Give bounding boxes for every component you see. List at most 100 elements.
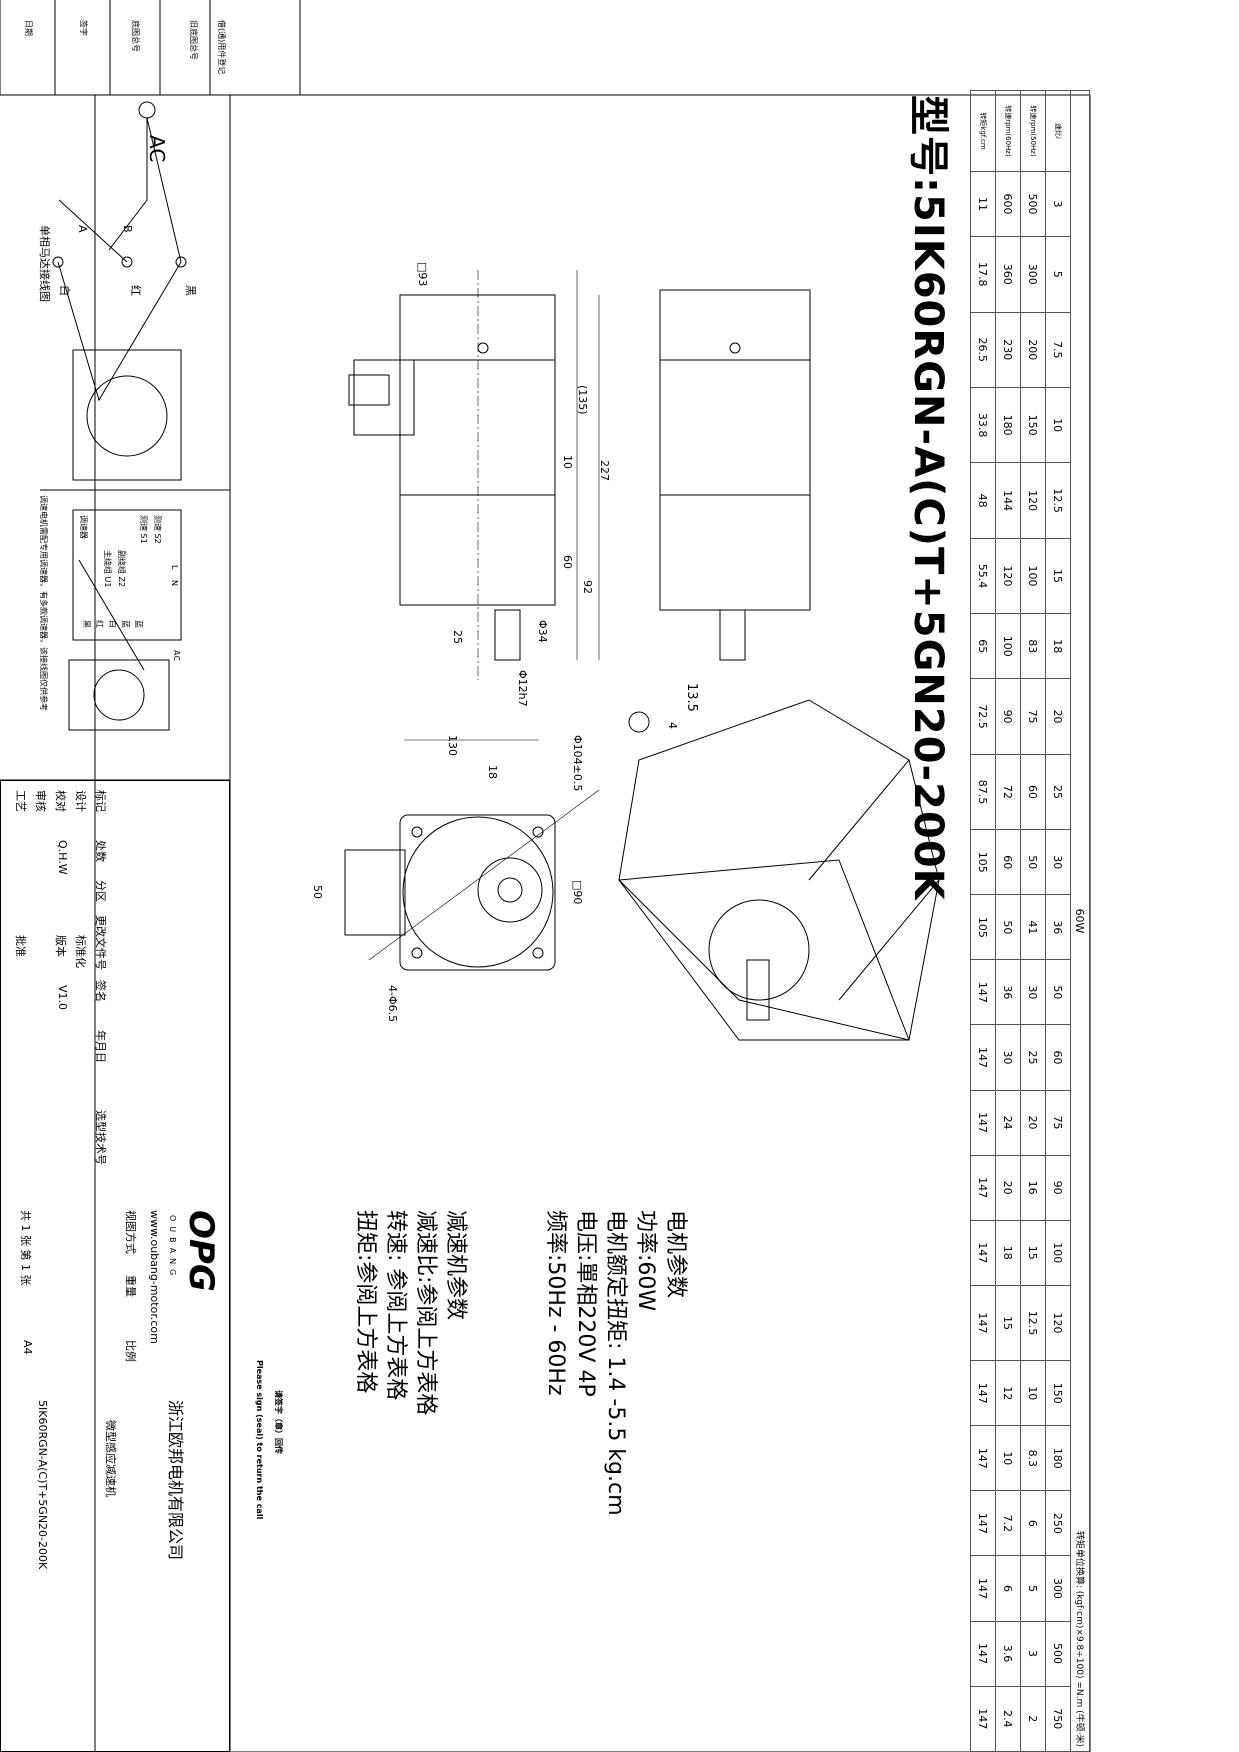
table-cell-rpm60: 50 bbox=[995, 894, 1021, 960]
table-cell-rpm50: 100 bbox=[1020, 538, 1046, 614]
wiring-b: B bbox=[121, 225, 134, 233]
ratio-table: 60W 转矩单位换算: (kgf·cm)×9.8÷100) =N.m (牛顿·米… bbox=[970, 90, 1090, 1752]
wire-black: 黑 bbox=[184, 285, 197, 296]
table-cell-rpm50: 2 bbox=[1020, 1686, 1046, 1752]
speed-s1: 测速 S1 bbox=[139, 515, 148, 544]
gear-torque-ref: 扭矩:参阅上方表格 bbox=[353, 1210, 378, 1394]
table-cell-torque: 55.4 bbox=[970, 538, 996, 614]
dim-93: □93 bbox=[416, 262, 429, 287]
power-header: 60W bbox=[1073, 908, 1087, 934]
table-cell-torque: 147 bbox=[970, 1090, 996, 1156]
table-cell-ratio: 7.5 bbox=[1045, 312, 1071, 388]
dim-holes: 4-Φ6.5 bbox=[386, 985, 399, 1023]
dim-50: 50 bbox=[311, 885, 324, 899]
table-cell-rpm50: 10 bbox=[1020, 1360, 1046, 1426]
wire-white: 白 bbox=[58, 285, 71, 296]
table-cell-torque: 48 bbox=[970, 462, 996, 539]
table-cell-ratio: 15 bbox=[1045, 538, 1071, 614]
table-cell-rpm50: 75 bbox=[1020, 678, 1046, 755]
rated-torque: 电机额定扭矩: 1.4 -5.5 kg.cm bbox=[603, 1210, 628, 1516]
table-cell-ratio: 18 bbox=[1045, 613, 1071, 679]
table-cell-rpm50: 6 bbox=[1020, 1490, 1046, 1556]
table-cell-torque: 147 bbox=[970, 1155, 996, 1221]
dim-13-5: 13.5 bbox=[684, 683, 699, 712]
company-logo: OPG bbox=[181, 1210, 221, 1292]
product-name: 微型感应减速机 bbox=[104, 1420, 117, 1497]
motor-top-view bbox=[659, 289, 811, 661]
table-cell-rpm50: 20 bbox=[1020, 1090, 1046, 1156]
table-cell-rpm50: 83 bbox=[1020, 613, 1046, 679]
row-label: 转矩kgf.cm bbox=[970, 90, 996, 172]
table-cell-rpm50: 12.5 bbox=[1020, 1285, 1046, 1361]
motor-params-heading: 电机参数 bbox=[663, 1210, 688, 1299]
wire-black-2: 黑 bbox=[82, 620, 91, 628]
tb-count: 处数 bbox=[94, 840, 107, 862]
wiring-caption: 单相马达接线图 bbox=[38, 225, 51, 302]
table-cell-ratio: 75 bbox=[1045, 1090, 1071, 1156]
table-cell-ratio: 20 bbox=[1045, 678, 1071, 755]
tb-process: 工艺 bbox=[14, 790, 27, 812]
table-cell-rpm60: 72 bbox=[995, 754, 1021, 830]
table-cell-torque: 147 bbox=[970, 1220, 996, 1286]
wire-blue-2: 蓝 bbox=[121, 620, 130, 628]
table-cell-ratio: 180 bbox=[1045, 1425, 1071, 1491]
table-cell-ratio: 150 bbox=[1045, 1360, 1071, 1426]
motor-isometric-view bbox=[618, 699, 940, 1041]
motor-front-view bbox=[344, 711, 650, 971]
table-cell-torque: 147 bbox=[970, 1686, 996, 1752]
tb-sheets: 共 1 张 第 1 张 bbox=[19, 1210, 32, 1286]
table-cell-ratio: 250 bbox=[1045, 1490, 1071, 1556]
table-cell-rpm60: 180 bbox=[995, 387, 1021, 463]
row-label: 转速rpm(50Hz) bbox=[1020, 90, 1046, 172]
wiring-ac: AC bbox=[145, 135, 169, 163]
row-label: 转速rpm(60Hz) bbox=[995, 90, 1021, 172]
table-cell-ratio: 30 bbox=[1045, 829, 1071, 895]
table-cell-ratio: 300 bbox=[1045, 1555, 1071, 1622]
table-cell-torque: 11 bbox=[970, 171, 996, 237]
controller-label: 调速器 bbox=[79, 515, 88, 539]
table-cell-rpm60: 18 bbox=[995, 1220, 1021, 1286]
dim-4: 4 bbox=[666, 722, 679, 729]
tb-scale: 比例 bbox=[124, 1340, 137, 1362]
power: 功率:60W bbox=[633, 1210, 658, 1312]
return-cn: 请签字（章）回传 bbox=[274, 1390, 283, 1454]
table-cell-rpm60: 20 bbox=[995, 1155, 1021, 1221]
table-cell-rpm50: 8.3 bbox=[1020, 1425, 1046, 1491]
table-cell-rpm50: 5 bbox=[1020, 1555, 1046, 1622]
stamp-old-drawing-no: 旧底图总号 bbox=[189, 20, 198, 60]
table-cell-torque: 147 bbox=[970, 959, 996, 1025]
table-cell-rpm50: 200 bbox=[1020, 312, 1046, 388]
table-cell-rpm60: 12 bbox=[995, 1360, 1021, 1426]
dim-130: 130 bbox=[446, 735, 459, 756]
tb-doc: 更改文件号 bbox=[94, 915, 107, 970]
table-cell-torque: 17.8 bbox=[970, 236, 996, 313]
table-cell-torque: 65 bbox=[970, 613, 996, 679]
tb-zone: 分区 bbox=[94, 880, 107, 902]
dim-92: 92 bbox=[581, 580, 594, 594]
stamp-date: 日期 bbox=[24, 20, 33, 36]
table-cell-torque: 147 bbox=[970, 1024, 996, 1091]
table-cell-ratio: 120 bbox=[1045, 1285, 1071, 1361]
table-cell-rpm60: 60 bbox=[995, 829, 1021, 895]
dim-90: □90 bbox=[571, 880, 584, 905]
wiring-note: 调速电机需配专用调速器，有多款调速器，该接线图仅供参考 bbox=[39, 495, 48, 711]
main-winding-u1: 主绕组 U1 bbox=[103, 550, 112, 588]
table-cell-ratio: 90 bbox=[1045, 1155, 1071, 1221]
table-cell-rpm60: 120 bbox=[995, 538, 1021, 614]
brand-name: OUBANG bbox=[168, 1215, 177, 1281]
tb-mark: 标记 bbox=[94, 790, 107, 812]
speed-s2: 测速 S2 bbox=[153, 515, 162, 544]
aux-winding-z2: 副绕组 Z2 bbox=[117, 550, 126, 588]
ratio-ref: 减速比:参阅上方表格 bbox=[413, 1210, 438, 1416]
speed-ref: 转速: 参阅上方表格 bbox=[383, 1210, 408, 1401]
table-cell-ratio: 5 bbox=[1045, 236, 1071, 313]
table-cell-torque: 105 bbox=[970, 894, 996, 960]
table-cell-torque: 72.5 bbox=[970, 678, 996, 755]
wiring-ac2: AC bbox=[172, 650, 181, 661]
tb-standard: 标准化 bbox=[74, 935, 87, 968]
table-cell-rpm60: 2.4 bbox=[995, 1686, 1021, 1752]
table-cell-torque: 147 bbox=[970, 1621, 996, 1687]
table-cell-rpm60: 230 bbox=[995, 312, 1021, 388]
voltage: 电压:單相220V 4P bbox=[573, 1210, 598, 1397]
